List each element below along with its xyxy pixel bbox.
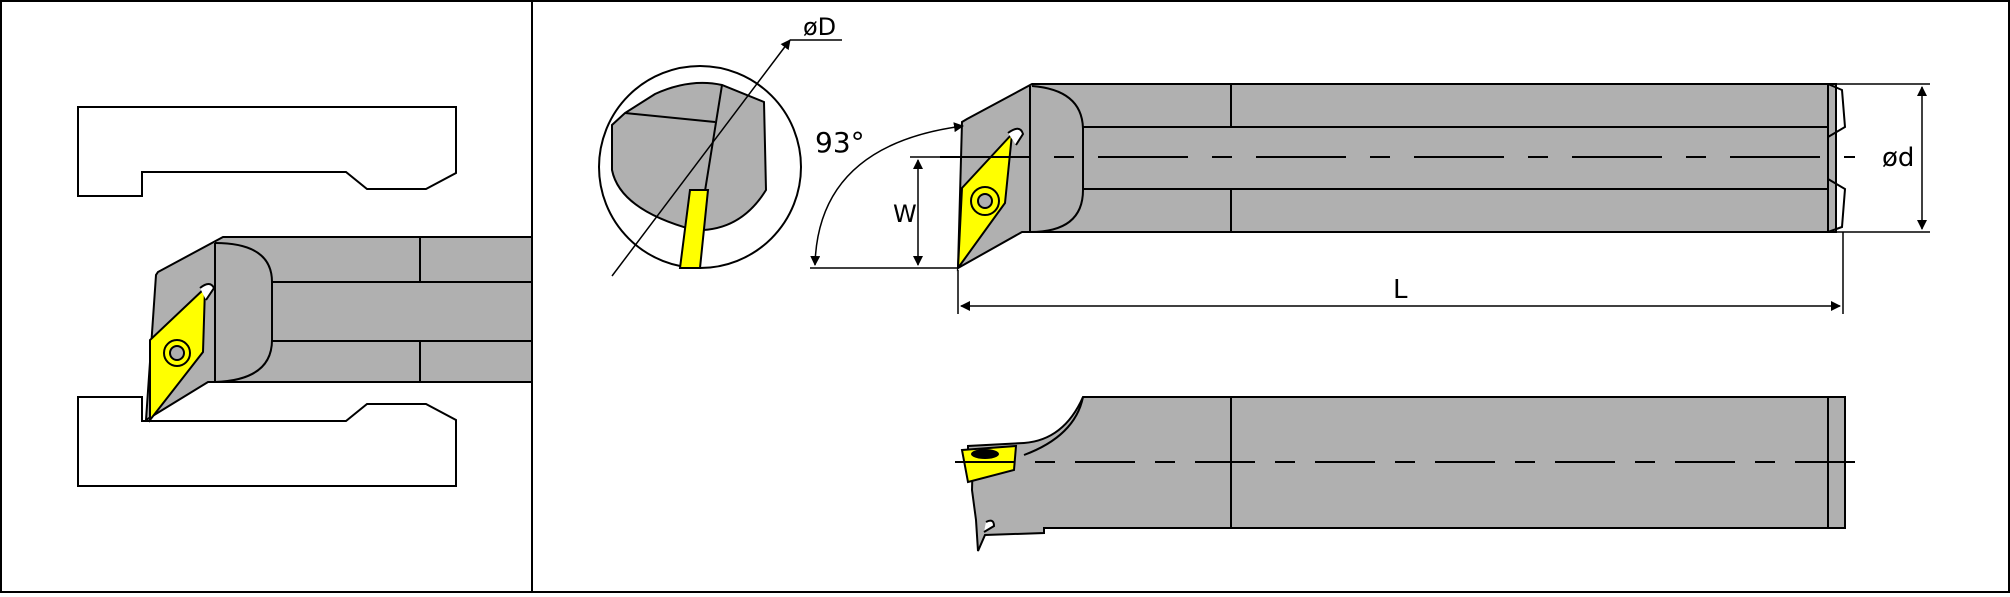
section-line-1 xyxy=(624,112,716,123)
side-bottom-slot xyxy=(983,519,996,533)
section-line-2 xyxy=(704,84,723,192)
clamp-slot xyxy=(199,283,216,301)
end-view: øD xyxy=(598,13,842,277)
side-shank-body xyxy=(967,396,1846,552)
side-insert-screw xyxy=(971,449,999,459)
top-insert-screw-inner xyxy=(977,193,993,209)
top-view: ød L W 93° xyxy=(810,83,1930,314)
top-head-curve xyxy=(1029,85,1084,233)
workpiece-lower-profile xyxy=(77,396,457,487)
shank-section xyxy=(611,81,768,232)
head-curve xyxy=(214,242,273,383)
label-angle: 93° xyxy=(815,126,865,159)
label-shank-diameter: ød xyxy=(1882,143,1914,173)
top-clamp-slot xyxy=(1007,127,1025,146)
side-view xyxy=(955,396,1855,552)
label-length: L xyxy=(1393,275,1408,305)
boring-bar-left xyxy=(144,236,533,423)
label-width: W xyxy=(893,200,917,228)
end-view-insert xyxy=(678,189,710,269)
side-neck-curve xyxy=(1023,396,1084,456)
diameter-leader xyxy=(611,39,791,277)
label-bore-diameter: øD xyxy=(803,13,836,41)
dim-angle-arc xyxy=(810,122,964,266)
application-view xyxy=(77,106,533,487)
top-chamfer xyxy=(1827,83,1847,233)
workpiece-upper-profile xyxy=(77,106,457,197)
insert-screw-inner xyxy=(169,345,185,361)
